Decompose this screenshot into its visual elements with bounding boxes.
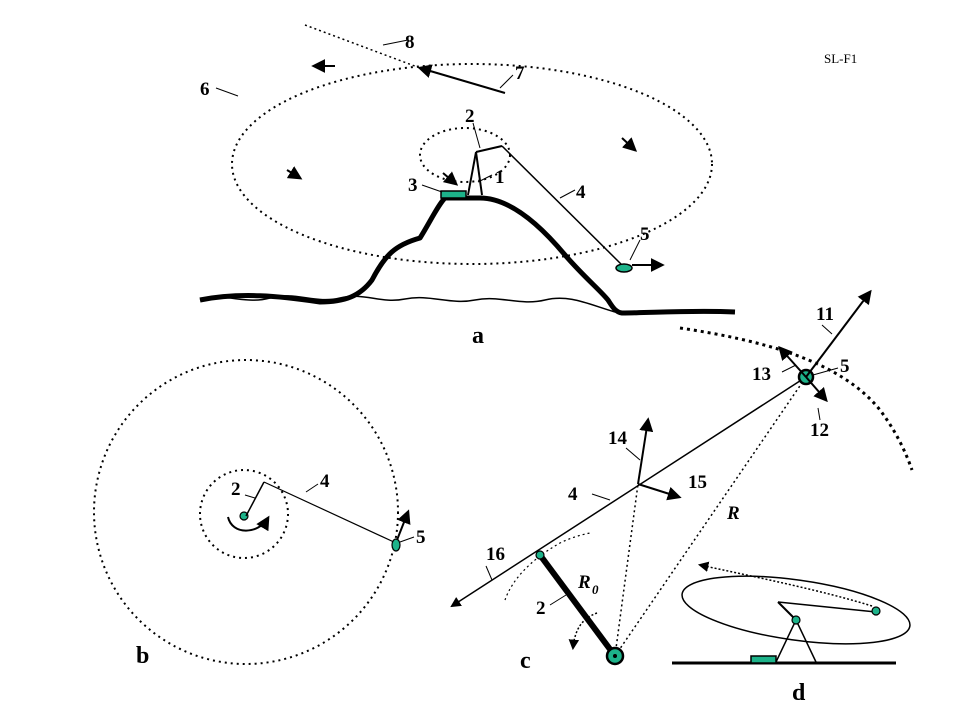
label-c-2: 2 [536, 598, 546, 619]
arrow-12 [805, 376, 828, 403]
craft [615, 263, 633, 273]
label-5: 5 [640, 224, 650, 245]
leader-3 [421, 184, 443, 193]
orbit-arc-c [679, 326, 914, 471]
leader-c-14 [625, 447, 641, 461]
trail-d [697, 561, 873, 607]
arrow-11 [805, 289, 872, 378]
hub-d [791, 615, 801, 625]
panel-label-b: b [136, 643, 149, 669]
tether-d [777, 601, 877, 613]
label-b-4: 4 [320, 471, 330, 492]
label-b-5: 5 [416, 527, 426, 548]
panel-d: d [672, 561, 911, 706]
panel-label-c: c [520, 648, 531, 674]
hub-b [239, 511, 249, 521]
crank-tip-c [535, 550, 545, 560]
tether-b [263, 481, 397, 544]
label-R0: R [577, 572, 591, 593]
craft-b [391, 538, 401, 552]
figure-id: SL-F1 [824, 51, 857, 66]
label-8: 8 [405, 32, 415, 53]
leader-5 [629, 239, 641, 261]
label-c-11: 11 [816, 304, 834, 325]
label-1: 1 [495, 167, 505, 188]
label-c-13: 13 [752, 364, 771, 385]
base-platform [440, 190, 467, 199]
leader-6 [215, 87, 239, 97]
hub-c-center [613, 654, 617, 658]
label-b-2: 2 [231, 479, 241, 500]
tower-leg-d [795, 619, 817, 663]
label-7: 7 [515, 63, 525, 84]
tangent-arrow [417, 64, 506, 94]
panel-b: 2 4 5 b [93, 359, 426, 669]
tower-leg [475, 151, 483, 196]
leader-c-11 [821, 324, 833, 335]
leader-b-2 [244, 494, 256, 499]
inner-orbit-b [199, 469, 289, 559]
leader-7 [499, 74, 514, 89]
label-R0-sub: 0 [592, 582, 599, 597]
small-orbit-arrow [442, 171, 459, 186]
large-orbit [231, 63, 713, 265]
R0-arc [504, 532, 591, 601]
label-c-16: 16 [486, 544, 505, 565]
tether-c [450, 376, 807, 608]
shore-line [199, 195, 736, 316]
leader-4 [559, 189, 576, 199]
leader-8 [382, 39, 409, 46]
label-c-12: 12 [810, 420, 829, 441]
label-c-4: 4 [568, 484, 578, 505]
leader-c-5 [812, 367, 839, 376]
leader-c-4 [591, 493, 611, 501]
leader-b-5 [399, 536, 415, 543]
label-3: 3 [408, 175, 418, 196]
rotation-arrow-b [227, 515, 270, 532]
label-2: 2 [465, 106, 475, 127]
label-c-14: 14 [608, 428, 628, 449]
label-c-5: 5 [840, 356, 850, 377]
label-c-15: 15 [688, 472, 707, 493]
panel-label-a: a [472, 323, 484, 349]
orbit-arrow-left [286, 166, 303, 180]
craft-d [871, 606, 881, 616]
tower-d [775, 619, 797, 663]
label-4: 4 [576, 182, 586, 203]
small-orbit [419, 127, 511, 183]
crank-arm [475, 145, 503, 153]
orbit-arrow-right [621, 137, 638, 152]
leader-c-13 [781, 364, 797, 373]
arrow-13 [778, 345, 807, 378]
crank-c [537, 553, 618, 658]
leader-c-16 [485, 565, 493, 581]
leader-c-12 [817, 407, 821, 421]
base-d [750, 655, 777, 664]
craft-arrow-b [396, 509, 411, 541]
rotation-arrow-c [568, 612, 598, 651]
radius-R [614, 376, 807, 657]
arrow-15 [637, 483, 682, 501]
leader-b-4 [305, 483, 319, 493]
orbit-d [681, 575, 911, 645]
panel-c: 11 5 13 12 14 15 4 16 2 R R 0 c [450, 289, 914, 674]
label-R: R [726, 503, 740, 524]
leader-c-2 [549, 594, 567, 606]
panel-a: 8 7 6 2 1 3 4 5 a SL-F1 [199, 24, 857, 349]
radius-inner [614, 483, 639, 657]
tangent-line [304, 24, 421, 69]
arrow-14 [637, 417, 654, 485]
tether [501, 145, 625, 268]
leader-1 [477, 174, 493, 183]
label-6: 6 [200, 79, 210, 100]
leader-2 [472, 122, 481, 149]
panel-label-d: d [792, 680, 806, 706]
crank-b [245, 481, 265, 517]
tower [467, 151, 477, 196]
